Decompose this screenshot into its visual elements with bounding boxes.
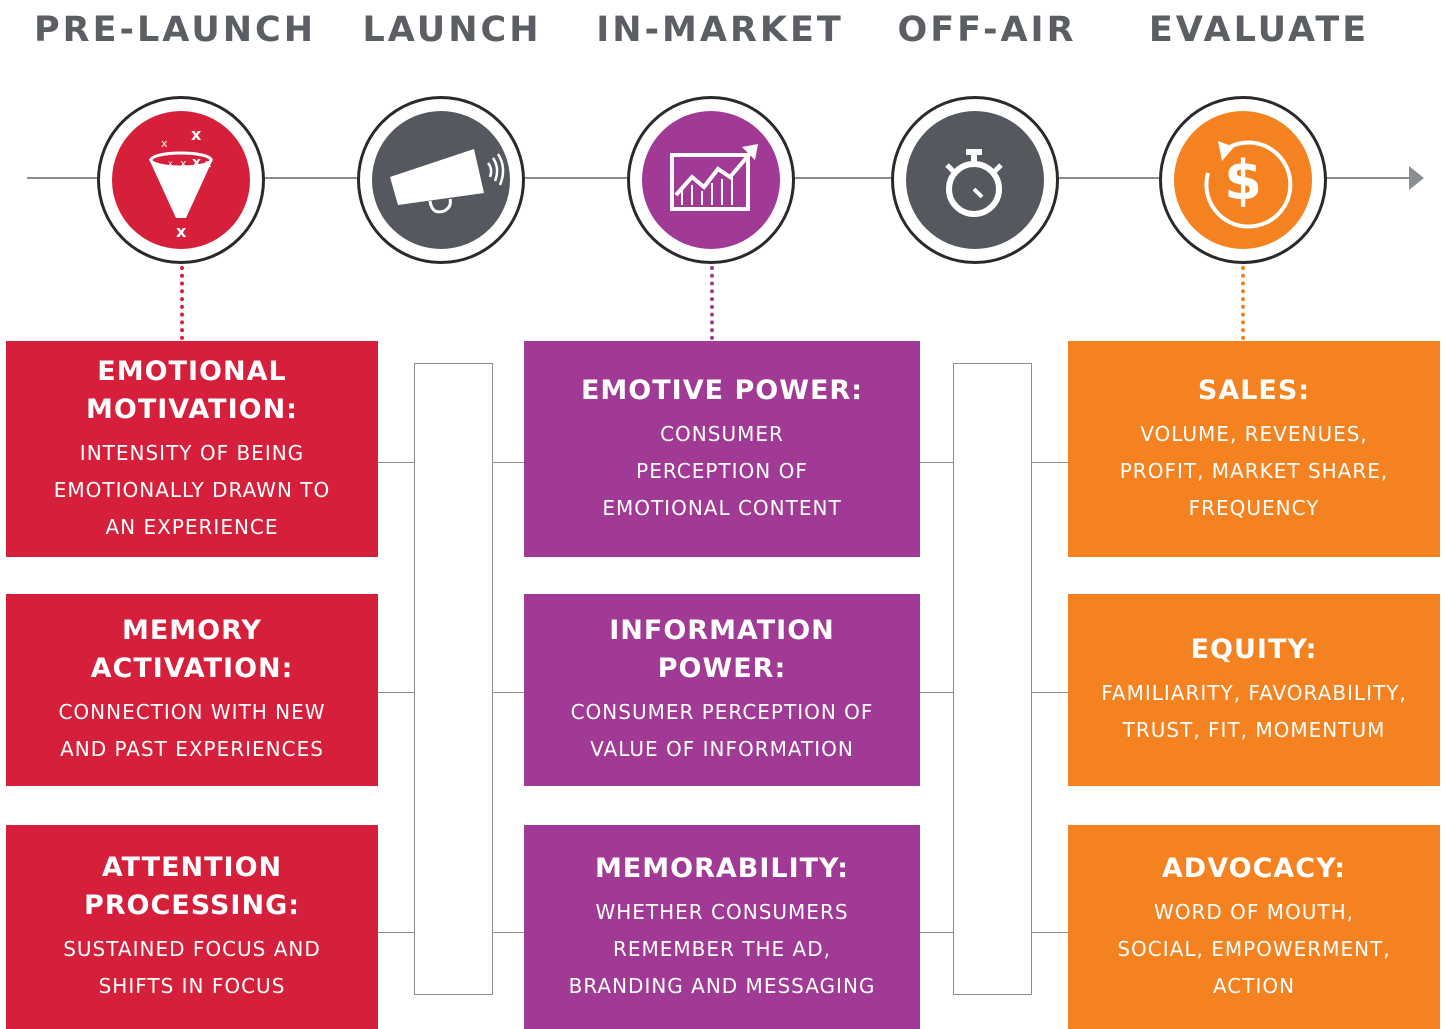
connector — [1032, 692, 1068, 693]
funnel-mark: x — [168, 159, 173, 168]
stage-label-off-air: OFF-AIR — [897, 10, 1077, 50]
dollar-sign: $ — [1224, 149, 1262, 212]
funnel-mark: x — [161, 137, 168, 150]
metric-description: CONSUMER PERCEPTION OF EMOTIONAL CONTENT — [602, 421, 842, 520]
metric-box-emotional-motivation: EMOTIONAL MOTIVATION: INTENSITY OF BEING… — [6, 341, 378, 557]
metric-box-attention-processing: ATTENTION PROCESSING: SUSTAINED FOCUS AN… — [6, 825, 378, 1029]
stage-circle-launch — [357, 96, 525, 264]
metric-box-memorability: MEMORABILITY: WHETHER CONSUMERS REMEMBER… — [524, 825, 920, 1029]
metric-title: ADVOCACY: — [1161, 852, 1347, 884]
metric-description: FAMILIARITY, FAVORABILITY, TRUST, FIT, M… — [1101, 681, 1407, 742]
dotted-connector-pre-launch — [180, 266, 184, 340]
metric-box-advocacy: ADVOCACY: WORD OF MOUTH, SOCIAL, EMPOWER… — [1068, 825, 1440, 1029]
stage-circle-off-air — [891, 96, 1059, 264]
growth-chart-icon — [642, 111, 780, 249]
dotted-connector-evaluate — [1241, 266, 1245, 340]
funnel-icon: x x x x x x x — [112, 111, 250, 249]
dollar-refresh-icon: $ — [1174, 111, 1312, 249]
metric-description: SUSTAINED FOCUS AND SHIFTS IN FOCUS — [63, 937, 321, 998]
stage-label-pre-launch: PRE-LAUNCH — [33, 10, 317, 50]
metric-title: EMOTIONAL MOTIVATION: — [86, 355, 298, 425]
metric-description: CONNECTION WITH NEW AND PAST EXPERIENCES — [58, 700, 326, 761]
stage-circle-evaluate: $ — [1159, 96, 1327, 264]
metric-title: MEMORY ACTIVATION: — [90, 615, 294, 684]
metric-title: EMOTIVE POWER: — [580, 374, 864, 406]
connector — [920, 692, 953, 693]
metric-title: EQUITY: — [1190, 634, 1318, 665]
metric-box-emotive-power: EMOTIVE POWER: CONSUMER PERCEPTION OF EM… — [524, 341, 920, 557]
metric-description: WORD OF MOUTH, SOCIAL, EMPOWERMENT, ACTI… — [1117, 899, 1391, 998]
metric-title: MEMORABILITY: — [594, 852, 850, 884]
metric-description: WHETHER CONSUMERS REMEMBER THE AD, BRAND… — [568, 899, 876, 998]
timeline-arrow-icon — [1409, 166, 1424, 190]
connector — [920, 462, 953, 463]
metric-box-memory-activation: MEMORY ACTIVATION: CONNECTION WITH NEW A… — [6, 594, 378, 786]
connector — [1032, 932, 1068, 933]
metric-description: CONSUMER PERCEPTION OF VALUE OF INFORMAT… — [570, 700, 874, 761]
funnel-bottom-mark: x — [176, 222, 187, 241]
metric-box-equity: EQUITY: FAMILIARITY, FAVORABILITY, TRUST… — [1068, 594, 1440, 786]
stage-circle-in-market — [627, 96, 795, 264]
connector — [920, 932, 953, 933]
connector — [378, 692, 414, 693]
connector — [493, 932, 524, 933]
metric-description: INTENSITY OF BEING EMOTIONALLY DRAWN TO … — [53, 440, 331, 539]
connector — [493, 692, 524, 693]
funnel-mark: x — [192, 155, 201, 171]
bracket-off-air — [953, 363, 1032, 995]
bracket-launch — [414, 363, 493, 995]
stage-label-evaluate: EVALUATE — [1148, 10, 1370, 50]
connector — [378, 932, 414, 933]
metric-box-sales: SALES: VOLUME, REVENUES, PROFIT, MARKET … — [1068, 341, 1440, 557]
metric-title: ATTENTION PROCESSING: — [83, 852, 301, 921]
dotted-connector-in-market — [710, 266, 714, 340]
connector — [378, 462, 414, 463]
funnel-mark: x — [191, 125, 202, 144]
connector — [493, 462, 524, 463]
megaphone-icon — [372, 111, 510, 249]
stage-label-launch: LAUNCH — [362, 10, 542, 50]
stage-circle-pre-launch: x x x x x x x — [97, 96, 265, 264]
stage-label-in-market: IN-MARKET — [596, 10, 844, 50]
metric-box-information-power: INFORMATION POWER: CONSUMER PERCEPTION O… — [524, 594, 920, 786]
metric-title: INFORMATION POWER: — [609, 615, 835, 684]
metric-description: VOLUME, REVENUES, PROFIT, MARKET SHARE, … — [1119, 421, 1389, 520]
stopwatch-icon — [906, 111, 1044, 249]
funnel-mark: x — [205, 157, 212, 170]
metric-title: SALES: — [1197, 374, 1311, 406]
connector — [1032, 462, 1068, 463]
funnel-mark: x — [180, 157, 187, 170]
